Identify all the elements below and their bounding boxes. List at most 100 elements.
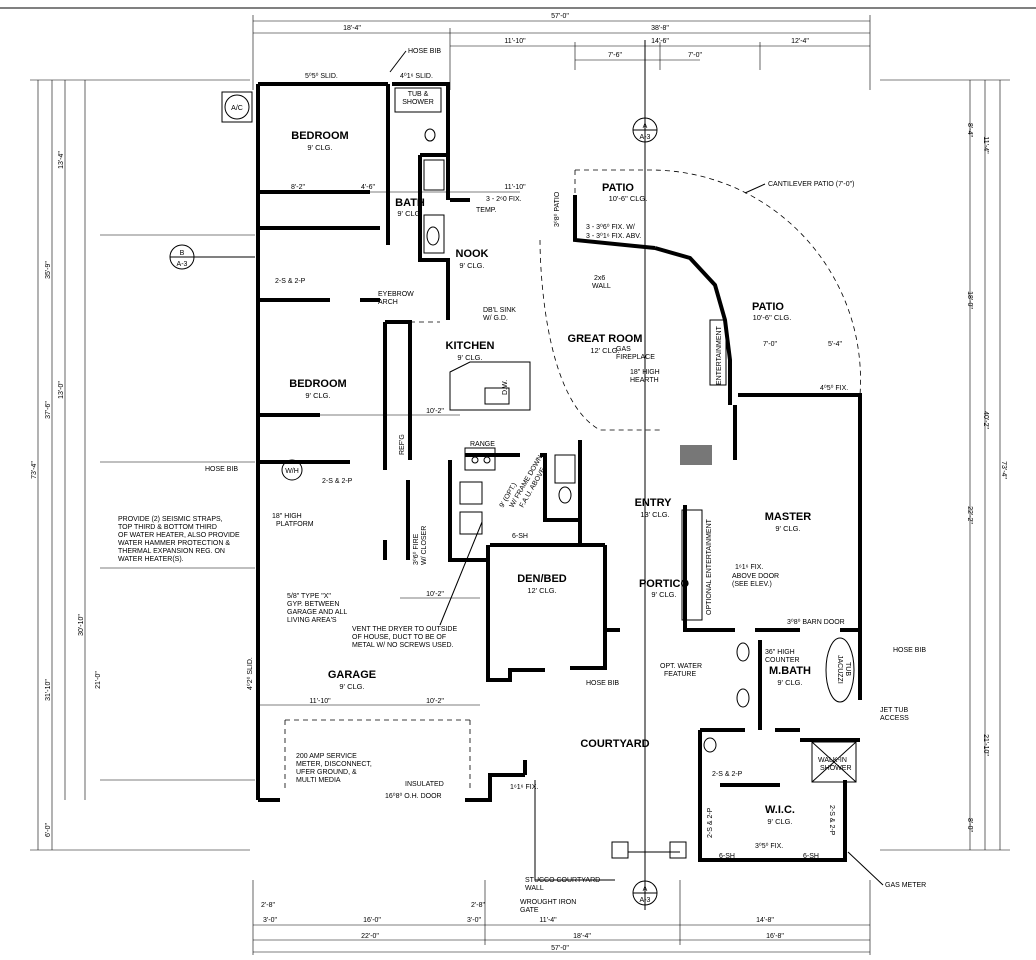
svg-text:4⁰5⁰ FIX.: 4⁰5⁰ FIX.	[820, 384, 848, 392]
kitchen-island	[449, 361, 531, 411]
room-kitchen: KITCHEN	[446, 340, 495, 352]
svg-text:ARCH: ARCH	[378, 299, 398, 306]
svg-text:OF HOUSE, DUCT TO BE OF: OF HOUSE, DUCT TO BE OF	[352, 634, 446, 641]
svg-text:JACUZZI: JACUZZI	[836, 655, 843, 684]
svg-text:EYEBROW: EYEBROW	[378, 291, 414, 298]
svg-text:38'-8": 38'-8"	[651, 25, 669, 32]
svg-text:14'-8": 14'-8"	[756, 917, 774, 924]
section-marker-a-top: A A-3	[632, 117, 658, 143]
room-bedroom-1: BEDROOM	[291, 130, 348, 142]
svg-text:9' CLG.: 9' CLG.	[305, 391, 330, 400]
svg-text:9' CLG.: 9' CLG.	[339, 682, 364, 691]
svg-text:1⁶1⁶ FIX.: 1⁶1⁶ FIX.	[735, 564, 763, 571]
sink-fixture	[423, 159, 445, 191]
svg-text:WATER HAMMER PROTECTION &: WATER HAMMER PROTECTION &	[118, 540, 230, 547]
svg-text:WALL: WALL	[592, 283, 611, 290]
note-stucco-wall: STUCCO COURTYARD	[525, 877, 600, 884]
svg-text:10'-2": 10'-2"	[426, 408, 444, 415]
svg-text:10'-6" CLG.: 10'-6" CLG.	[753, 313, 792, 322]
room-great-room: GREAT ROOM	[568, 333, 643, 345]
plan-notes: HOSE BIB 5⁰5⁰ SLID. 4⁰1⁶ SLID. TUB & SHO…	[118, 48, 926, 914]
note-hose-bib-left: HOSE BIB	[205, 466, 238, 473]
svg-text:57'-0": 57'-0"	[551, 945, 569, 952]
svg-text:14'-6": 14'-6"	[651, 38, 669, 45]
gate-post-left	[611, 841, 629, 859]
svg-text:22'-2": 22'-2"	[966, 506, 973, 524]
svg-text:4⁰2⁰ SLID.: 4⁰2⁰ SLID.	[246, 657, 254, 690]
svg-text:INSULATED: INSULATED	[405, 781, 444, 788]
dim-overall-top: 57'-0"	[551, 13, 569, 20]
toilet-fixture	[424, 128, 436, 142]
note-type-x-gyp: 5/8" TYPE "X"	[287, 593, 331, 600]
svg-text:D.W.: D.W.	[502, 380, 509, 395]
room-portico: PORTICO	[639, 578, 690, 590]
svg-text:9' CLG.: 9' CLG.	[651, 590, 676, 599]
svg-text:18" HIGH: 18" HIGH	[630, 369, 660, 376]
svg-text:7'-0": 7'-0"	[763, 341, 777, 348]
svg-text:PLATFORM: PLATFORM	[276, 521, 314, 528]
fireplace-hearth	[680, 445, 712, 465]
svg-text:METER, DISCONNECT,: METER, DISCONNECT,	[296, 761, 372, 768]
svg-text:8'-4": 8'-4"	[966, 123, 973, 137]
svg-text:10'-6" CLG.: 10'-6" CLG.	[609, 194, 648, 203]
svg-text:TOP THIRD & BOTTOM THIRD: TOP THIRD & BOTTOM THIRD	[118, 524, 217, 531]
svg-text:W/H: W/H	[285, 468, 299, 475]
svg-text:2'-8": 2'-8"	[261, 902, 275, 909]
svg-text:2-S & 2-P: 2-S & 2-P	[828, 805, 835, 836]
svg-text:7'-6": 7'-6"	[608, 52, 622, 59]
svg-text:12'-4": 12'-4"	[791, 38, 809, 45]
room-entry: ENTRY	[635, 497, 673, 509]
svg-text:21'-0": 21'-0"	[95, 671, 102, 689]
svg-text:A-3: A-3	[640, 897, 651, 904]
walls	[256, 82, 862, 862]
note-hose-bib-top: HOSE BIB	[408, 48, 441, 55]
svg-text:9' CLG.: 9' CLG.	[775, 524, 800, 533]
svg-text:3 - 2⁶0 FIX.: 3 - 2⁶0 FIX.	[486, 196, 522, 203]
note-service-meter: 200 AMP SERVICE	[296, 753, 357, 760]
note-gas-meter: GAS METER	[885, 882, 926, 889]
svg-text:73'-4": 73'-4"	[1000, 461, 1007, 479]
svg-text:HOSE BIB: HOSE BIB	[586, 680, 619, 687]
tub-fixture	[394, 87, 442, 113]
svg-text:13'-4": 13'-4"	[58, 151, 65, 169]
svg-text:UFER GROUND, &: UFER GROUND, &	[296, 769, 357, 776]
svg-text:4⁰1⁶ SLID.: 4⁰1⁶ SLID.	[400, 72, 433, 80]
svg-text:A: A	[643, 886, 648, 893]
svg-text:LIVING AREA'S: LIVING AREA'S	[287, 617, 337, 624]
svg-text:MULTI MEDIA: MULTI MEDIA	[296, 777, 341, 784]
svg-text:73'-4": 73'-4"	[31, 461, 38, 479]
svg-text:9' CLG.: 9' CLG.	[457, 353, 482, 362]
room-walk-in-closet: W.I.C.	[765, 804, 795, 816]
double-sink	[484, 387, 510, 405]
svg-text:16'-8": 16'-8"	[766, 933, 784, 940]
svg-text:3'-0": 3'-0"	[467, 917, 481, 924]
patio-outlines	[284, 40, 861, 910]
walk-in-shower-fixture	[811, 741, 857, 783]
svg-text:GAS: GAS	[616, 346, 631, 353]
room-master: MASTER	[765, 511, 812, 523]
entertainment-cabinet	[709, 319, 727, 386]
room-labels: BEDROOM 9' CLG. BATH 9' CLG. NOOK 9' CLG…	[289, 130, 811, 826]
svg-text:6-SH: 6-SH	[512, 533, 528, 540]
svg-text:OF WATER HEATER, ALSO PROVIDE: OF WATER HEATER, ALSO PROVIDE	[118, 532, 240, 539]
jacuzzi-tub-fixture	[825, 637, 855, 703]
svg-text:TUB &: TUB &	[408, 91, 429, 98]
svg-text:11'-4": 11'-4"	[982, 136, 989, 154]
svg-text:A-3: A-3	[640, 134, 651, 141]
svg-text:1⁶1⁶ FIX.: 1⁶1⁶ FIX.	[510, 784, 538, 791]
svg-text:21'-10": 21'-10"	[982, 734, 989, 756]
svg-text:9' CLG.: 9' CLG.	[397, 209, 422, 218]
room-bedroom-2: BEDROOM	[289, 378, 346, 390]
section-marker-b: B A-3	[169, 244, 255, 270]
svg-text:40'-2": 40'-2"	[982, 411, 989, 429]
svg-text:18'-0": 18'-0"	[966, 291, 973, 309]
svg-text:A: A	[643, 123, 648, 130]
svg-text:9' CLG.: 9' CLG.	[777, 678, 802, 687]
svg-text:9' CLG.: 9' CLG.	[307, 143, 332, 152]
room-garage: GARAGE	[328, 669, 376, 681]
svg-text:DB'L SINK: DB'L SINK	[483, 307, 516, 314]
svg-text:B: B	[180, 250, 185, 257]
svg-text:ENTERTAINMENT: ENTERTAINMENT	[716, 325, 723, 385]
svg-text:THERMAL EXPANSION REG. ON: THERMAL EXPANSION REG. ON	[118, 548, 225, 555]
svg-text:HEARTH: HEARTH	[630, 377, 659, 384]
